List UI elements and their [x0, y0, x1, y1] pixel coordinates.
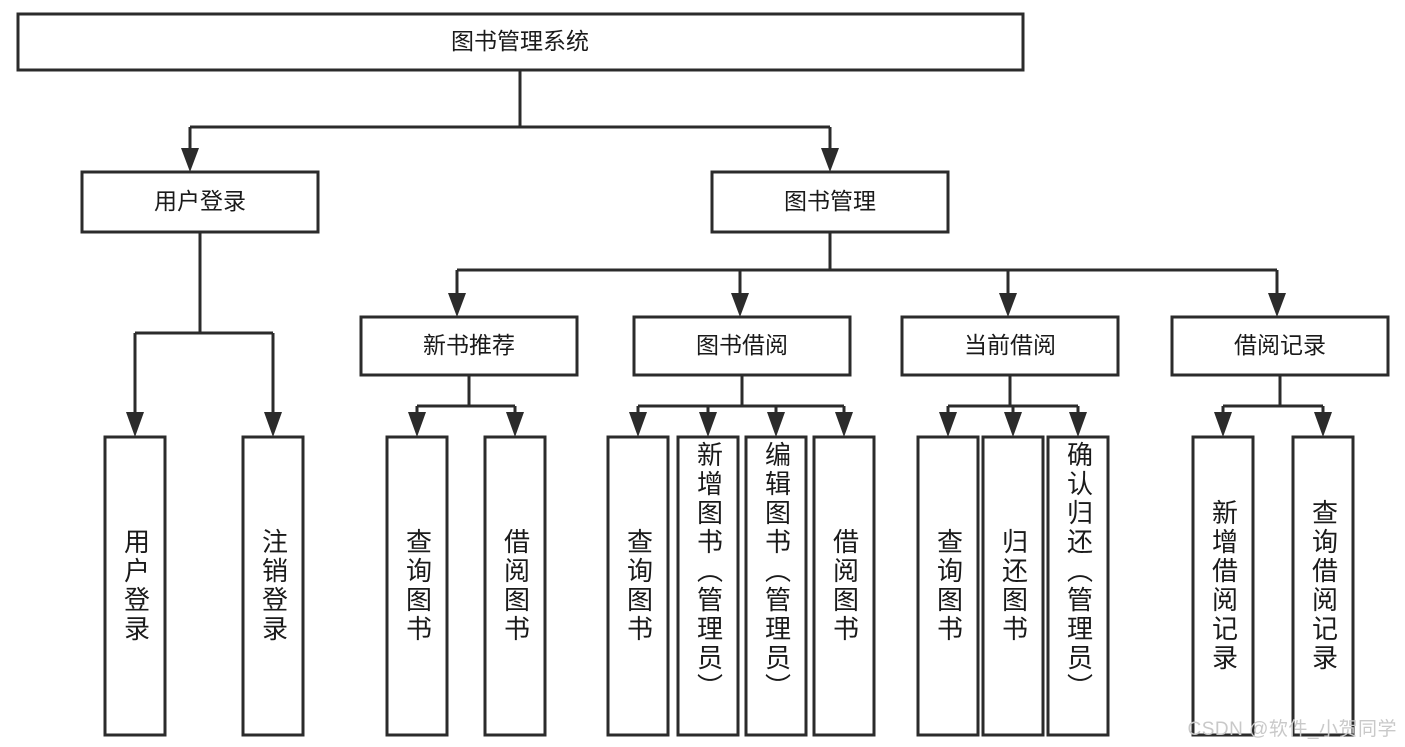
arrow-head-icon — [506, 412, 524, 437]
node-borrow-record-label: 借阅记录 — [1234, 332, 1326, 358]
node-current-borrow-box[interactable] — [900, 315, 1120, 377]
connector-current-borrow-to-leaves — [939, 375, 1087, 437]
node-root-label: 图书管理系统 — [451, 28, 589, 54]
leaf-box-add-borrow-record[interactable] — [1191, 435, 1255, 737]
arrow-head-icon — [448, 293, 466, 317]
node-root[interactable]: 图书管理系统 — [16, 12, 1025, 72]
arrow-head-icon — [181, 148, 199, 172]
arrow-head-icon — [767, 412, 785, 437]
arrow-head-icon — [821, 148, 839, 172]
arrow-head-icon — [264, 412, 282, 437]
connector-book-borrow-to-leaves — [629, 375, 853, 437]
node-book-borrow-label: 图书借阅 — [696, 332, 788, 358]
arrow-head-icon — [629, 412, 647, 437]
arrow-head-icon — [939, 412, 957, 437]
leaf-box-edit-book-admin[interactable] — [744, 435, 808, 737]
node-user-login-box[interactable] — [80, 170, 320, 234]
connector-book-management-to-level2 — [448, 232, 1286, 317]
node-current-borrow-label: 当前借阅 — [964, 332, 1056, 358]
leaf-box-logout[interactable] — [241, 435, 305, 737]
leaf-box-query-book-3[interactable] — [916, 435, 980, 737]
node-book-borrow[interactable]: 图书借阅 — [632, 315, 852, 377]
leaf-box-query-book-2[interactable] — [606, 435, 670, 737]
leaf-box-query-book-1[interactable] — [385, 435, 449, 737]
arrow-head-icon — [835, 412, 853, 437]
arrow-head-icon — [126, 412, 144, 437]
arrow-head-icon — [408, 412, 426, 437]
watermark-text: CSDN @软件_小贺同学 — [1187, 719, 1397, 740]
node-borrow-record[interactable]: 借阅记录 — [1170, 315, 1390, 377]
arrow-head-icon — [1069, 412, 1087, 437]
leaf-box-borrow-book-2[interactable] — [812, 435, 876, 737]
leaf-box-query-borrow-record[interactable] — [1291, 435, 1355, 737]
leaf-box-return-book[interactable] — [981, 435, 1045, 737]
arrow-head-icon — [999, 293, 1017, 317]
node-current-borrow[interactable]: 当前借阅 — [900, 315, 1120, 377]
arrow-head-icon — [1004, 412, 1022, 437]
node-new-book-recommend[interactable]: 新书推荐 — [359, 315, 579, 377]
leaf-box-confirm-return-admin[interactable] — [1046, 435, 1110, 737]
node-new-book-recommend-label: 新书推荐 — [423, 332, 515, 358]
node-user-login[interactable]: 用户登录 — [80, 170, 320, 234]
leaf-box-user-login[interactable] — [103, 435, 167, 737]
leaf-box-add-book-admin[interactable] — [676, 435, 740, 737]
node-new-book-recommend-box[interactable] — [359, 315, 579, 377]
arrow-head-icon — [699, 412, 717, 437]
node-book-management[interactable]: 图书管理 — [710, 170, 950, 234]
connector-new-book-recommend-to-leaves — [408, 375, 524, 437]
connector-borrow-record-to-leaves — [1214, 375, 1332, 437]
node-book-management-label: 图书管理 — [784, 188, 876, 214]
leaf-box-borrow-book-1[interactable] — [483, 435, 547, 737]
connector-user-login-to-leaves — [126, 232, 282, 437]
node-root-box[interactable] — [16, 12, 1025, 72]
arrow-head-icon — [1214, 412, 1232, 437]
arrow-head-icon — [1268, 293, 1286, 317]
arrow-head-icon — [1314, 412, 1332, 437]
connector-root-to-level1 — [181, 70, 839, 172]
node-user-login-label: 用户登录 — [154, 188, 246, 214]
arrow-head-icon — [731, 293, 749, 317]
